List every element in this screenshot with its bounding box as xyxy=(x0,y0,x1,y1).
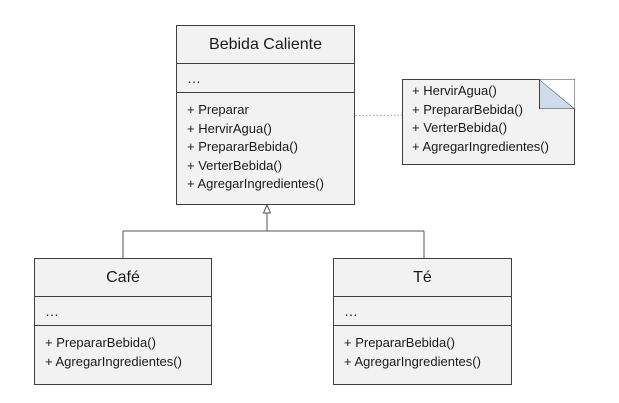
note-box[interactable]: + HervirAgua() + PrepararBebida() + Vert… xyxy=(402,79,575,165)
operation: + PrepararBebida() xyxy=(45,335,156,350)
operation: + PrepararBebida() xyxy=(344,335,455,350)
operation: + PrepararBebida() xyxy=(187,139,298,154)
class-name: Café xyxy=(35,259,211,297)
class-name: Té xyxy=(334,259,511,297)
class-box-bebida-caliente[interactable]: Bebida Caliente … + Preparar + HervirAgu… xyxy=(176,25,355,205)
operation: + AgregarIngredientes() xyxy=(187,176,324,191)
note-text: + HervirAgua() + PrepararBebida() + Vert… xyxy=(403,80,574,156)
class-operations: + PrepararBebida() + AgregarIngredientes… xyxy=(35,326,211,371)
class-box-cafe[interactable]: Café … + PrepararBebida() + AgregarIngre… xyxy=(34,258,212,385)
note-line: + VerterBebida() xyxy=(412,120,508,135)
note-line: + PrepararBebida() xyxy=(412,101,523,117)
class-attributes: … xyxy=(334,297,511,326)
operation: + HervirAgua() xyxy=(187,120,272,136)
generalization-arrowhead xyxy=(262,203,272,214)
note-folded-corner-icon xyxy=(539,79,575,109)
class-name: Bebida Caliente xyxy=(177,26,354,64)
operation: + VerterBebida() xyxy=(187,157,283,173)
note-line: + HervirAgua() xyxy=(412,83,497,98)
class-operations: + Preparar + HervirAgua() + PrepararBebi… xyxy=(177,93,354,194)
note-line: + AgregarIngredientes() xyxy=(412,138,549,154)
operation: + AgregarIngredientes() xyxy=(344,353,481,369)
class-attributes: … xyxy=(35,297,211,326)
class-box-te[interactable]: Té … + PrepararBebida() + AgregarIngredi… xyxy=(333,258,512,385)
operation: + Preparar xyxy=(187,102,249,117)
class-attributes: … xyxy=(177,64,354,93)
class-operations: + PrepararBebida() + AgregarIngredientes… xyxy=(334,326,511,371)
operation: + AgregarIngredientes() xyxy=(45,353,182,369)
